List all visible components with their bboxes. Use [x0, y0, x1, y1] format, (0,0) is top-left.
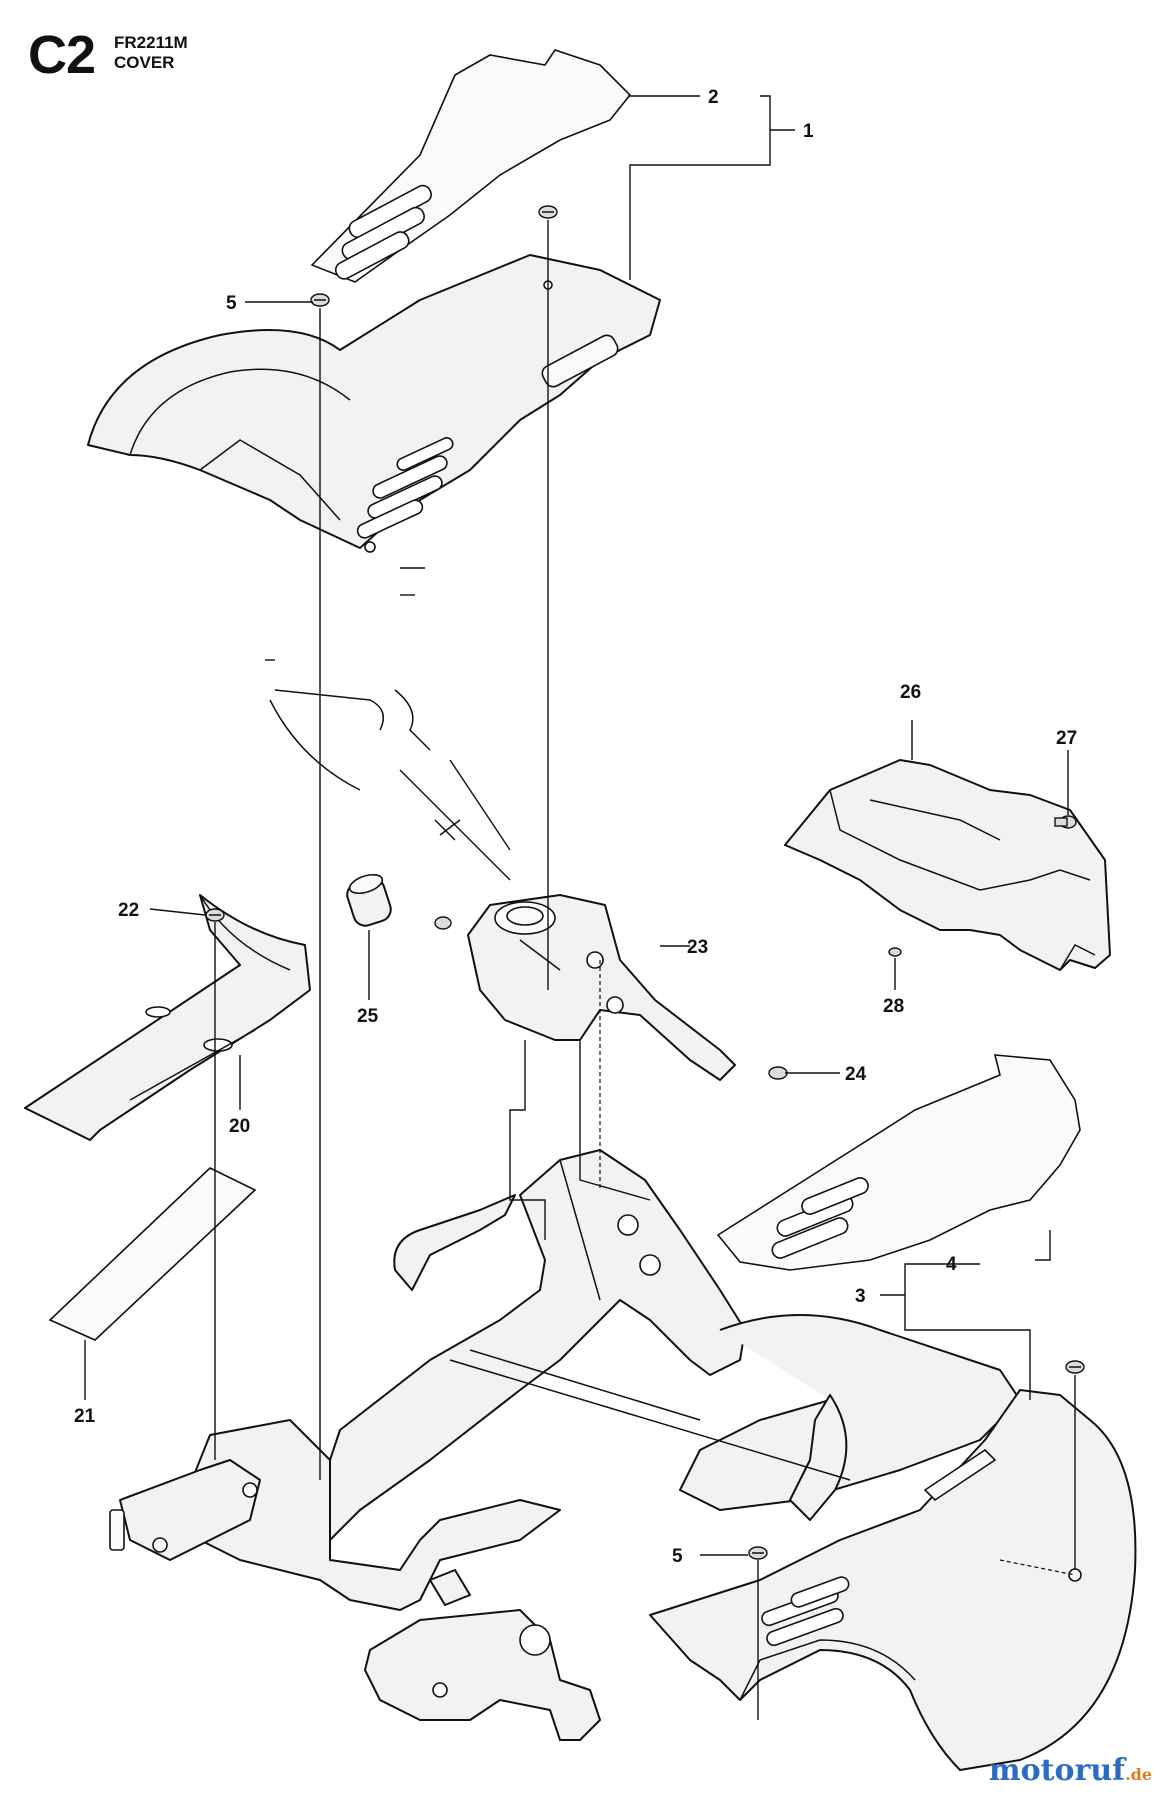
section-code: C2: [28, 25, 96, 85]
callout-leaders: [84, 95, 1069, 1556]
washer-28: [888, 947, 902, 957]
screw-5-bottom: [748, 1546, 768, 1560]
part-25-bushing: [346, 873, 392, 927]
callout-1: 1: [803, 121, 814, 142]
hidden-steering-parts: [265, 567, 511, 881]
watermark-logo: motoruf.de: [989, 1753, 1152, 1788]
group-title: COVER: [114, 53, 175, 72]
callout-21: 21: [74, 1406, 96, 1427]
screw-top-right: [538, 205, 558, 219]
screw-fasteners: [205, 205, 1085, 1560]
screw-23: [434, 916, 452, 930]
callout-28: 28: [883, 996, 904, 1017]
part-20-side-panel: [24, 894, 311, 1141]
assembly-guides: [214, 220, 1076, 1720]
callout-25: 25: [357, 1006, 379, 1027]
callout-26: 26: [900, 682, 921, 703]
callout-labels: 2 1 5 26 27 22 23 28 25 24 20 4 3 21 5: [74, 87, 1077, 1567]
part-23-column-cover: [467, 894, 736, 1081]
model-number: FR2211M: [114, 33, 188, 52]
callout-3: 3: [855, 1286, 866, 1307]
screw-right: [1065, 1360, 1085, 1374]
screw-27: [1054, 815, 1077, 829]
part-1-rear-fender: [87, 254, 661, 553]
part-4-right-mat: [716, 1054, 1081, 1271]
watermark-text: motoruf: [988, 1753, 1126, 1788]
callout-4: 4: [946, 1254, 957, 1275]
main-frame: [109, 1149, 1021, 1741]
screw-5-top: [310, 293, 330, 307]
callout-23: 23: [687, 937, 708, 958]
callout-5-top: 5: [226, 293, 237, 314]
part-2-top-mat: [310, 49, 632, 283]
screw-24: [768, 1066, 788, 1080]
callout-2: 2: [708, 87, 719, 108]
watermark-tld: .de: [1125, 1765, 1152, 1784]
screw-22: [205, 908, 225, 922]
callout-5-bottom: 5: [672, 1546, 683, 1567]
part-3-right-fender: [649, 1389, 1137, 1771]
part-26-dash-cover: [784, 759, 1111, 971]
callout-24: 24: [845, 1064, 867, 1085]
part-21-strip: [48, 1167, 257, 1341]
callout-20: 20: [229, 1116, 250, 1137]
callout-27: 27: [1056, 728, 1077, 749]
callout-22: 22: [118, 900, 139, 921]
